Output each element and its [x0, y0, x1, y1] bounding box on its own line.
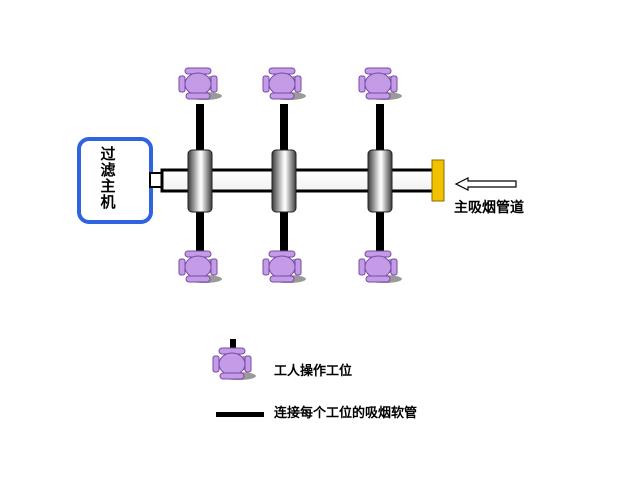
hose-bottom-3 [376, 210, 384, 256]
pipe-end-cap [431, 159, 445, 202]
legend-station-icon [212, 347, 257, 381]
filter-host-label: 过 滤 主 机 [100, 145, 116, 211]
hose-top-2 [280, 104, 288, 154]
hose-top-1 [196, 104, 204, 154]
collar-1 [187, 149, 213, 213]
worker-station-icon [262, 250, 307, 284]
hose-top-3 [376, 104, 384, 154]
main-pipe-label: 主吸烟管道 [454, 200, 524, 216]
legend [212, 339, 264, 417]
worker-station-icon [358, 250, 403, 284]
worker-station-icon [178, 67, 223, 101]
hose-bottom-2 [280, 210, 288, 256]
worker-station-icon [358, 67, 403, 101]
worker-station-icon [262, 67, 307, 101]
legend-hose-label: 连接每个工位的吸烟软管 [274, 406, 418, 421]
collar-2 [271, 149, 297, 213]
hose-bottom-1 [196, 210, 204, 256]
hoses [196, 104, 384, 256]
legend-station-label: 工人操作工位 [274, 364, 353, 379]
legend-hose-line [216, 412, 264, 417]
collar-3 [367, 149, 393, 213]
worker-station-icon [178, 250, 223, 284]
arrow-left-icon [454, 177, 517, 191]
